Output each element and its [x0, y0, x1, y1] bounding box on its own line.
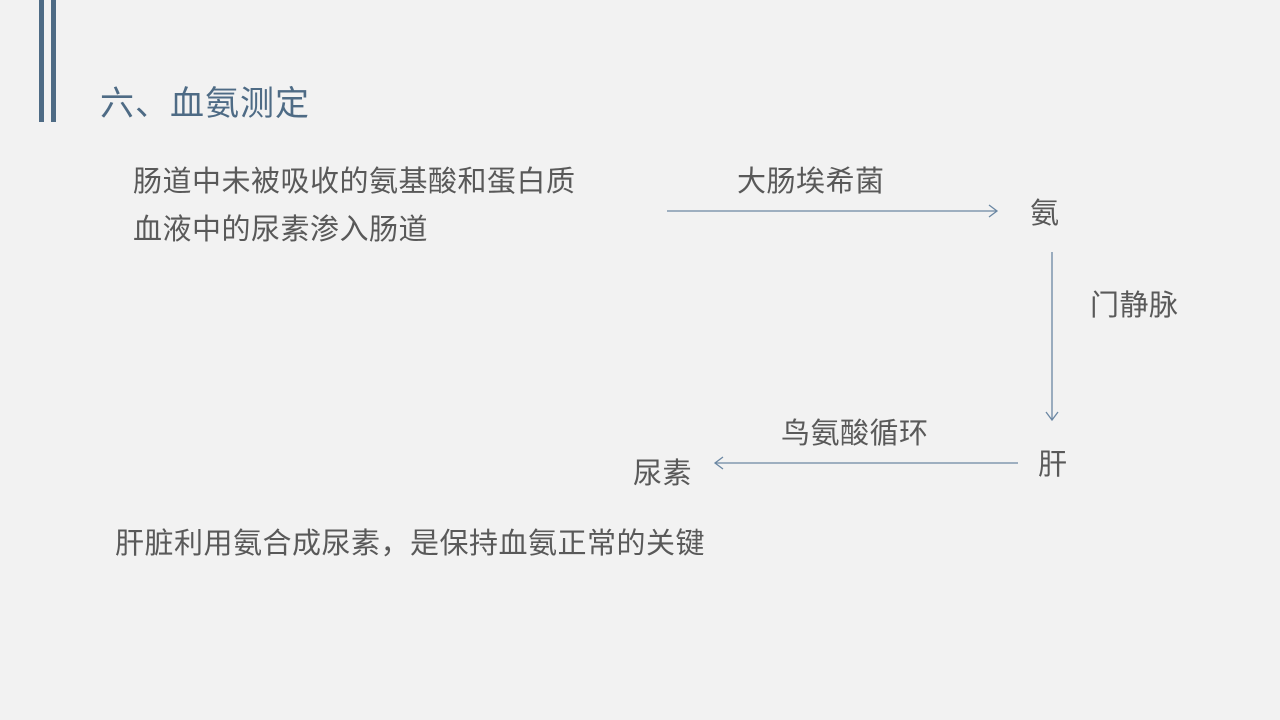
accent-bar-left — [39, 0, 44, 122]
edge-label-portal-vein: 门静脉 — [1090, 288, 1179, 322]
source-text-amino-acids: 肠道中未被吸收的氨基酸和蛋白质 — [133, 164, 576, 198]
arrow-down-icon — [1045, 252, 1059, 422]
arrow-right-icon — [667, 204, 999, 218]
source-text-urea-seepage: 血液中的尿素渗入肠道 — [133, 212, 429, 246]
conclusion-text: 肝脏利用氨合成尿素，是保持血氨正常的关键 — [115, 526, 706, 560]
node-liver: 肝 — [1038, 447, 1068, 481]
node-urea: 尿素 — [633, 456, 693, 490]
slide-title: 六、血氨测定 — [100, 84, 310, 124]
arrow-left-icon — [713, 456, 1018, 470]
edge-label-ornithine-cycle: 鸟氨酸循环 — [781, 416, 929, 450]
edge-label-bacteria: 大肠埃希菌 — [737, 164, 885, 198]
accent-bar-right — [51, 0, 56, 122]
node-ammonia: 氨 — [1030, 196, 1060, 230]
